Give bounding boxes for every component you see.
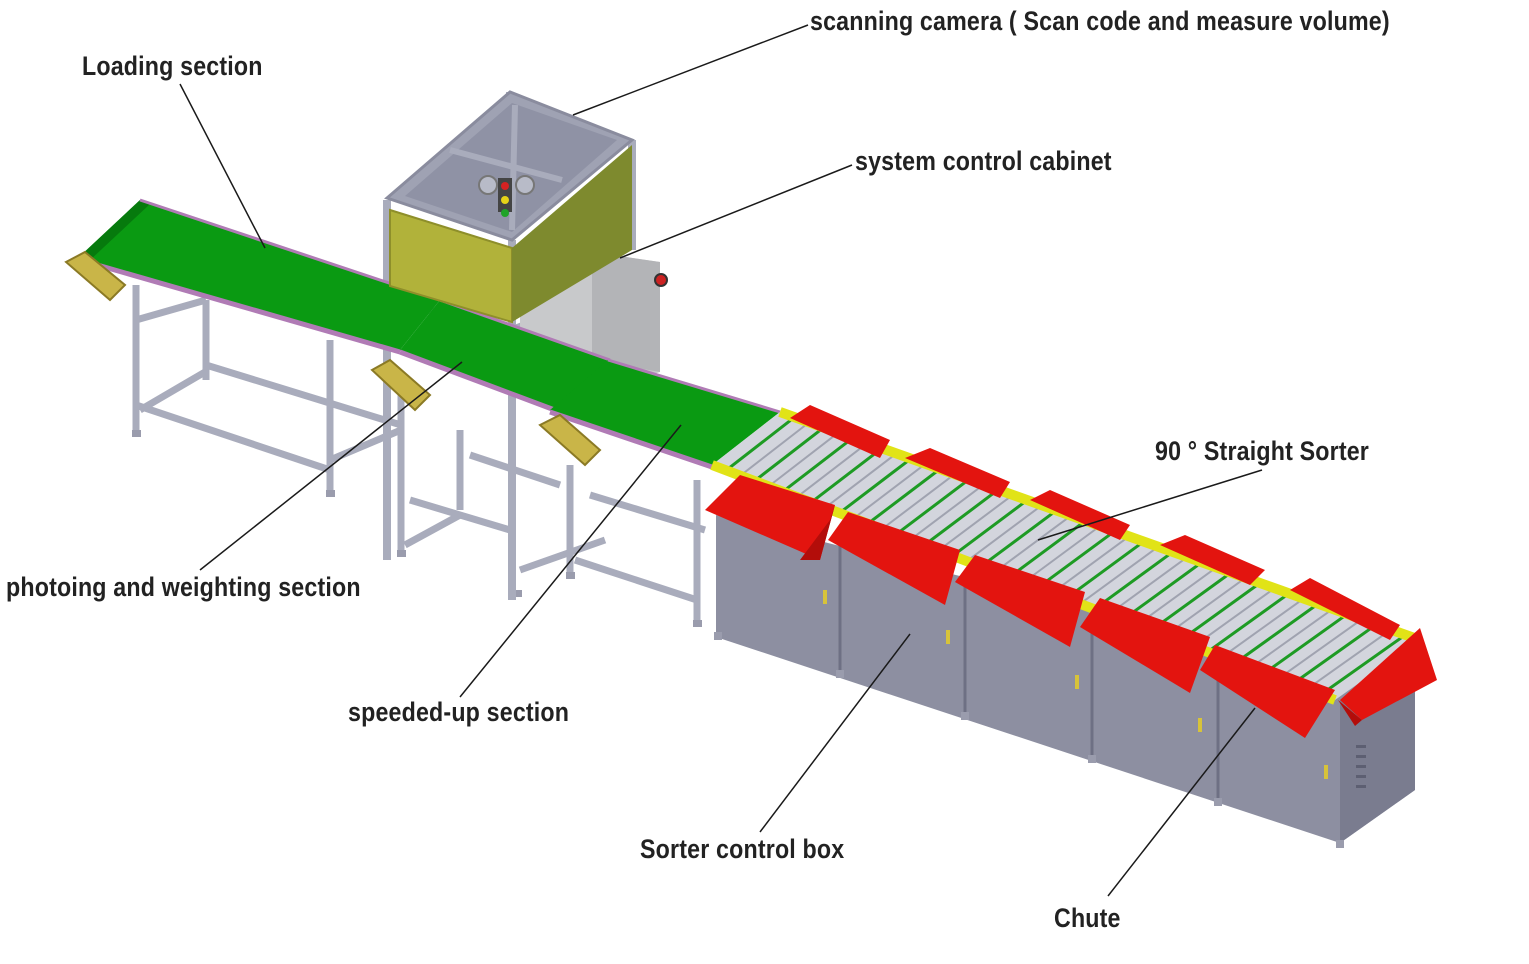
sorter-roller — [1079, 545, 1159, 605]
sorter-roller — [1235, 602, 1320, 664]
sorter-roller — [838, 457, 912, 515]
sorter-roller — [980, 509, 1058, 568]
sorter-roller — [1022, 525, 1101, 584]
sorter-roller — [1319, 633, 1407, 696]
sorter-roller — [1306, 628, 1392, 691]
label-sorter-control-box: Sorter control box — [640, 834, 845, 864]
label-speeded-up-section: speeded-up section — [348, 697, 570, 727]
chute-group — [705, 405, 1437, 738]
sorter-roller — [1051, 535, 1130, 594]
leader-photo-weigh — [199, 361, 463, 571]
sorter-roller — [796, 442, 868, 498]
sorter-roller — [895, 478, 970, 536]
leader-system-control-cabinet — [619, 164, 853, 259]
sorter-roller — [753, 426, 825, 483]
sorter-roller — [810, 447, 883, 504]
sorter-roller — [1221, 597, 1305, 659]
label-scanning-camera: scanning camera ( Scan code and measure … — [810, 6, 1390, 36]
sorter-roller — [1008, 519, 1087, 579]
loading-belt — [64, 198, 441, 355]
sorter-roller — [866, 467, 941, 525]
sorter-roller — [781, 436, 854, 493]
leader-sorter-control-box — [759, 633, 911, 833]
scanning-camera-box — [384, 90, 635, 324]
sorter-roller — [739, 421, 810, 477]
leader-speeded-up — [459, 424, 682, 698]
leader-chute — [1107, 707, 1256, 897]
sorter-roller — [768, 431, 839, 488]
sorter-roller — [1206, 592, 1290, 654]
sorter-roller — [1136, 566, 1217, 627]
label-loading-section: Loading section — [82, 51, 263, 81]
label-straight-sorter: 90 ° Straight Sorter — [1155, 436, 1370, 466]
sorter-rollers — [725, 415, 1407, 696]
sorter-control-box-end — [1340, 690, 1415, 843]
leader-loading-section — [179, 83, 266, 249]
sorter-roller — [1263, 612, 1349, 675]
sorter-roller — [923, 488, 1000, 547]
sorter-roller — [994, 514, 1072, 573]
sorter-roller — [1036, 529, 1116, 590]
label-system-control-cabinet: system control cabinet — [855, 146, 1112, 176]
sorter-roller — [1291, 623, 1378, 686]
leader-straight-sorter — [1037, 469, 1263, 541]
conveyor-frames — [132, 285, 707, 625]
sorter-roller — [725, 415, 796, 472]
sorter-roller — [909, 483, 985, 541]
sorter-roller — [881, 473, 956, 530]
sorter-roller — [951, 498, 1029, 557]
sorter-roller — [937, 494, 1014, 552]
sorter-roller — [1121, 561, 1203, 622]
speeded-up-belt — [538, 358, 781, 470]
sorter-control-box-front — [716, 515, 1415, 843]
sorter-roller — [1093, 550, 1174, 611]
leader-lines — [179, 24, 1263, 897]
label-photo-weigh-section: photoing and weighting section — [6, 572, 361, 602]
sorter-roller — [1277, 618, 1363, 680]
sorter-roller — [966, 504, 1043, 562]
sorter-roller — [1107, 556, 1188, 616]
sorter-roller — [1065, 540, 1145, 600]
sorter-roller — [852, 463, 927, 520]
sorter-roller — [824, 452, 897, 509]
leader-scanning-camera — [572, 24, 809, 116]
label-chute: Chute — [1054, 903, 1121, 933]
sorter-roller — [1249, 608, 1334, 669]
frame-feet — [132, 430, 702, 627]
